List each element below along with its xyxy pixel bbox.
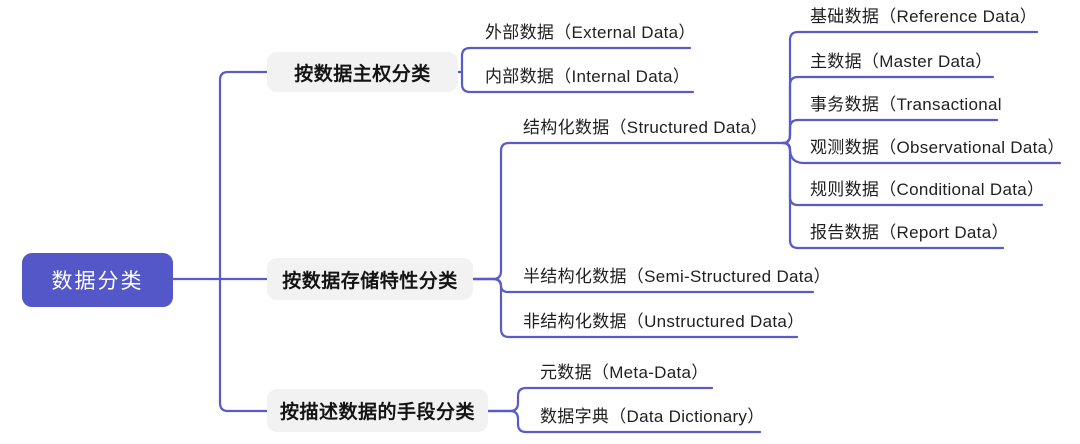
leaf-meta-data[interactable]: 元数据（Meta-Data） <box>540 363 709 382</box>
leaf-internal-data[interactable]: 内部数据（Internal Data） <box>485 67 691 86</box>
leaf-observational-data[interactable]: 观测数据（Observational Data） <box>810 138 1065 157</box>
connector-transactional <box>781 118 999 145</box>
leaf-master-data[interactable]: 主数据（Master Data） <box>810 52 993 71</box>
leaf-report-data[interactable]: 报告数据（Report Data） <box>810 223 1009 242</box>
leaf-reference-data[interactable]: 基础数据（Reference Data） <box>810 7 1038 26</box>
leaf-semi-structured-data[interactable]: 半结构化数据（Semi-Structured Data） <box>523 267 831 286</box>
connector-report <box>781 141 1005 250</box>
leaf-structured-data[interactable]: 结构化数据（Structured Data） <box>523 118 768 137</box>
leaf-unstructured-data[interactable]: 非结构化数据（Unstructured Data） <box>523 312 805 331</box>
connector-structured <box>471 141 785 281</box>
branch-node-sovereignty[interactable]: 按数据主权分类 <box>267 52 458 92</box>
leaf-transactional-data[interactable]: 事务数据（Transactional <box>810 95 1002 114</box>
root-node[interactable]: 数据分类 <box>22 253 173 307</box>
leaf-external-data[interactable]: 外部数据（External Data） <box>485 23 696 42</box>
branch-node-description[interactable]: 按描述数据的手段分类 <box>267 389 488 432</box>
leaf-data-dictionary[interactable]: 数据字典（Data Dictionary） <box>540 407 765 426</box>
connector-unstructured <box>471 277 799 339</box>
connector-reference <box>781 30 1039 145</box>
connector-dictionary <box>486 409 762 434</box>
branch-node-storage[interactable]: 按数据存储特性分类 <box>267 258 473 300</box>
leaf-conditional-data[interactable]: 规则数据（Conditional Data） <box>810 180 1045 199</box>
connector-sovereignty-children <box>455 46 695 94</box>
connector-trunk <box>218 70 269 413</box>
